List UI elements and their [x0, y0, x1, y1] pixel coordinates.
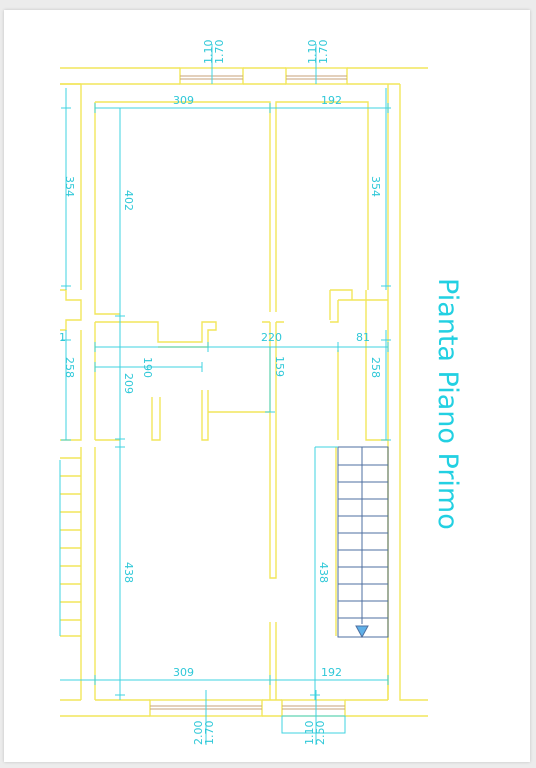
- window-top-left-height: 1.70: [213, 40, 226, 65]
- dim-closet-width: 190: [141, 357, 154, 378]
- dim-bottom-right-width: 192: [321, 666, 342, 679]
- dim-left-upper-height: 354: [63, 176, 76, 197]
- dim-inner-left-lower-height: 438: [122, 562, 135, 583]
- window-bottom-right: [281, 699, 346, 734]
- dim-inner-left-upper-height: 402: [122, 190, 135, 211]
- dimension-labels: 309 192 220 81 1 309 192 354 354 402 258…: [59, 40, 382, 746]
- dim-left-mid-height: 258: [63, 357, 76, 378]
- window-top-left-width: 1.10: [202, 40, 215, 65]
- dim-top-right-width: 192: [321, 94, 342, 107]
- dim-corridor-width: 220: [261, 331, 282, 344]
- dim-bottom-left-width: 309: [173, 666, 194, 679]
- dim-right-upper-height: 354: [369, 176, 382, 197]
- stair-arrow-icon: [355, 625, 369, 639]
- dim-top-left-width: 309: [173, 94, 194, 107]
- window-top-right-width: 1.10: [306, 40, 319, 65]
- dim-right-mid-height: 258: [369, 357, 382, 378]
- window-bottom-left-width: 2.00: [192, 721, 205, 746]
- window-top-right-height: 1.70: [317, 40, 330, 65]
- dim-stair-height: 438: [317, 562, 330, 583]
- windows: [149, 67, 348, 734]
- walls: [60, 67, 428, 717]
- window-bottom-right-height: 2.50: [314, 721, 327, 746]
- window-bottom-right-width: 1.10: [303, 721, 316, 746]
- plan-title: Pianta Piano Primo: [432, 278, 463, 530]
- dim-mid-edge-mark: 1: [59, 331, 66, 344]
- dim-center-mid-height: 159: [273, 356, 286, 377]
- dim-inner-left-mid-height: 209: [122, 373, 135, 394]
- window-bottom-left-height: 1.70: [203, 721, 216, 746]
- dim-right-mid-width: 81: [356, 331, 370, 344]
- dimension-lines: [60, 44, 391, 745]
- staircase: [337, 446, 389, 639]
- left-exterior-steps: [59, 457, 81, 637]
- drawing-sheet: [4, 10, 530, 762]
